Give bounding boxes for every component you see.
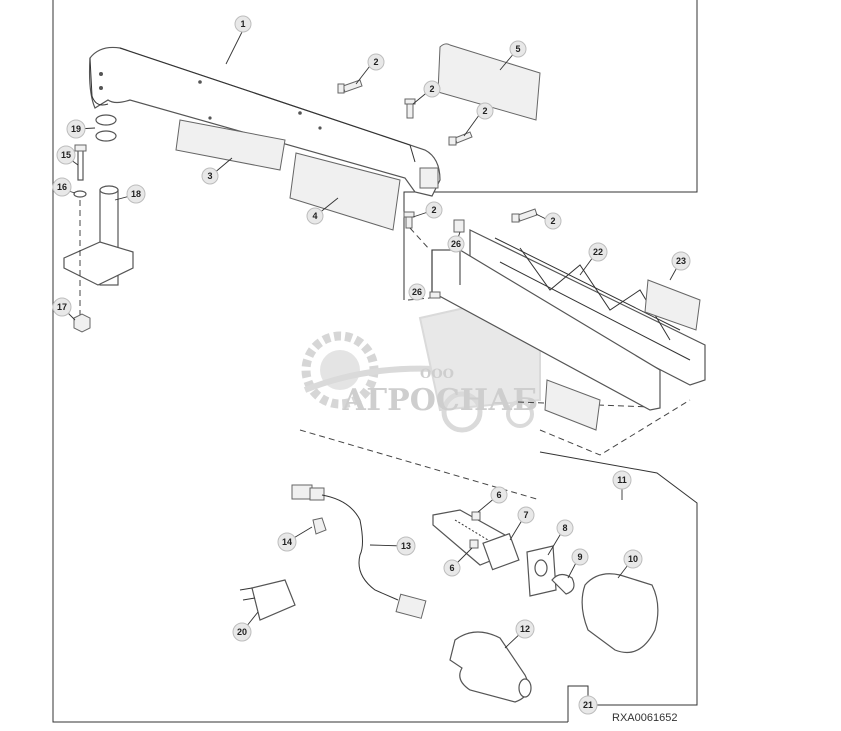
svg-text:14: 14 xyxy=(282,537,292,547)
svg-text:9: 9 xyxy=(577,552,582,562)
svg-text:5: 5 xyxy=(515,44,520,54)
callout-6: 6 xyxy=(490,486,508,504)
svg-text:26: 26 xyxy=(412,287,422,297)
svg-text:19: 19 xyxy=(71,124,81,134)
figure-id: RXA0061652 xyxy=(612,712,677,724)
svg-text:2: 2 xyxy=(429,84,434,94)
callout-11: 11 xyxy=(612,470,632,490)
part-light-bracket xyxy=(429,219,706,431)
callout-26: 26 xyxy=(447,235,465,253)
part-light-assembly xyxy=(432,509,659,654)
svg-text:2: 2 xyxy=(482,106,487,116)
callout-10: 10 xyxy=(623,549,643,569)
callout-9: 9 xyxy=(571,548,589,566)
part-wiring-harness xyxy=(239,484,427,621)
callout-16: 16 xyxy=(52,177,72,197)
callout-1: 1 xyxy=(234,15,252,33)
callout-6: 6 xyxy=(443,559,461,577)
part-decal-4 xyxy=(289,152,401,231)
svg-text:1: 1 xyxy=(240,19,245,29)
callout-13: 13 xyxy=(396,536,416,556)
svg-text:2: 2 xyxy=(373,57,378,67)
callout-19: 19 xyxy=(66,119,86,139)
callout-21: 21 xyxy=(578,695,598,715)
diagram-frame xyxy=(52,0,698,723)
callout-2: 2 xyxy=(476,102,494,120)
callout-26: 26 xyxy=(408,283,426,301)
part-bracket-arm xyxy=(88,46,441,197)
svg-text:26: 26 xyxy=(451,239,461,249)
svg-text:16: 16 xyxy=(57,182,67,192)
callout-15: 15 xyxy=(56,145,76,165)
callout-7: 7 xyxy=(517,506,535,524)
watermark-main-text: АГРОСНАБ xyxy=(342,383,538,418)
svg-text:13: 13 xyxy=(401,541,411,551)
callout-5: 5 xyxy=(509,40,527,58)
callout-2: 2 xyxy=(423,80,441,98)
callout-3: 3 xyxy=(201,167,219,185)
callout-23: 23 xyxy=(671,251,691,271)
callout-20: 20 xyxy=(232,622,252,642)
svg-text:2: 2 xyxy=(550,216,555,226)
callout-17: 17 xyxy=(52,297,72,317)
svg-text:7: 7 xyxy=(523,510,528,520)
svg-text:6: 6 xyxy=(449,563,454,573)
svg-text:18: 18 xyxy=(131,189,141,199)
callout-14: 14 xyxy=(277,532,297,552)
svg-text:15: 15 xyxy=(61,150,71,160)
callout-2: 2 xyxy=(544,212,562,230)
svg-text:4: 4 xyxy=(312,211,317,221)
callout-22: 22 xyxy=(588,242,608,262)
callout-2: 2 xyxy=(367,53,385,71)
callout-2: 2 xyxy=(425,201,443,219)
svg-text:22: 22 xyxy=(593,247,603,257)
svg-text:12: 12 xyxy=(520,624,530,634)
part-decal-3 xyxy=(175,119,286,171)
svg-text:8: 8 xyxy=(562,523,567,533)
callout-18: 18 xyxy=(126,184,146,204)
svg-text:17: 17 xyxy=(57,302,67,312)
svg-text:11: 11 xyxy=(617,475,627,485)
part-lamp-bracket xyxy=(449,631,532,703)
svg-text:10: 10 xyxy=(628,554,638,564)
part-decal-5 xyxy=(437,43,541,121)
svg-text:6: 6 xyxy=(496,490,501,500)
svg-text:20: 20 xyxy=(237,627,247,637)
svg-text:2: 2 xyxy=(431,205,436,215)
svg-text:23: 23 xyxy=(676,256,686,266)
svg-text:3: 3 xyxy=(207,171,212,181)
watermark-small-text: ООО xyxy=(420,367,454,382)
part-mount-stand xyxy=(63,114,134,333)
callout-8: 8 xyxy=(556,519,574,537)
callout-4: 4 xyxy=(306,207,324,225)
svg-text:21: 21 xyxy=(583,700,593,710)
callout-12: 12 xyxy=(515,619,535,639)
